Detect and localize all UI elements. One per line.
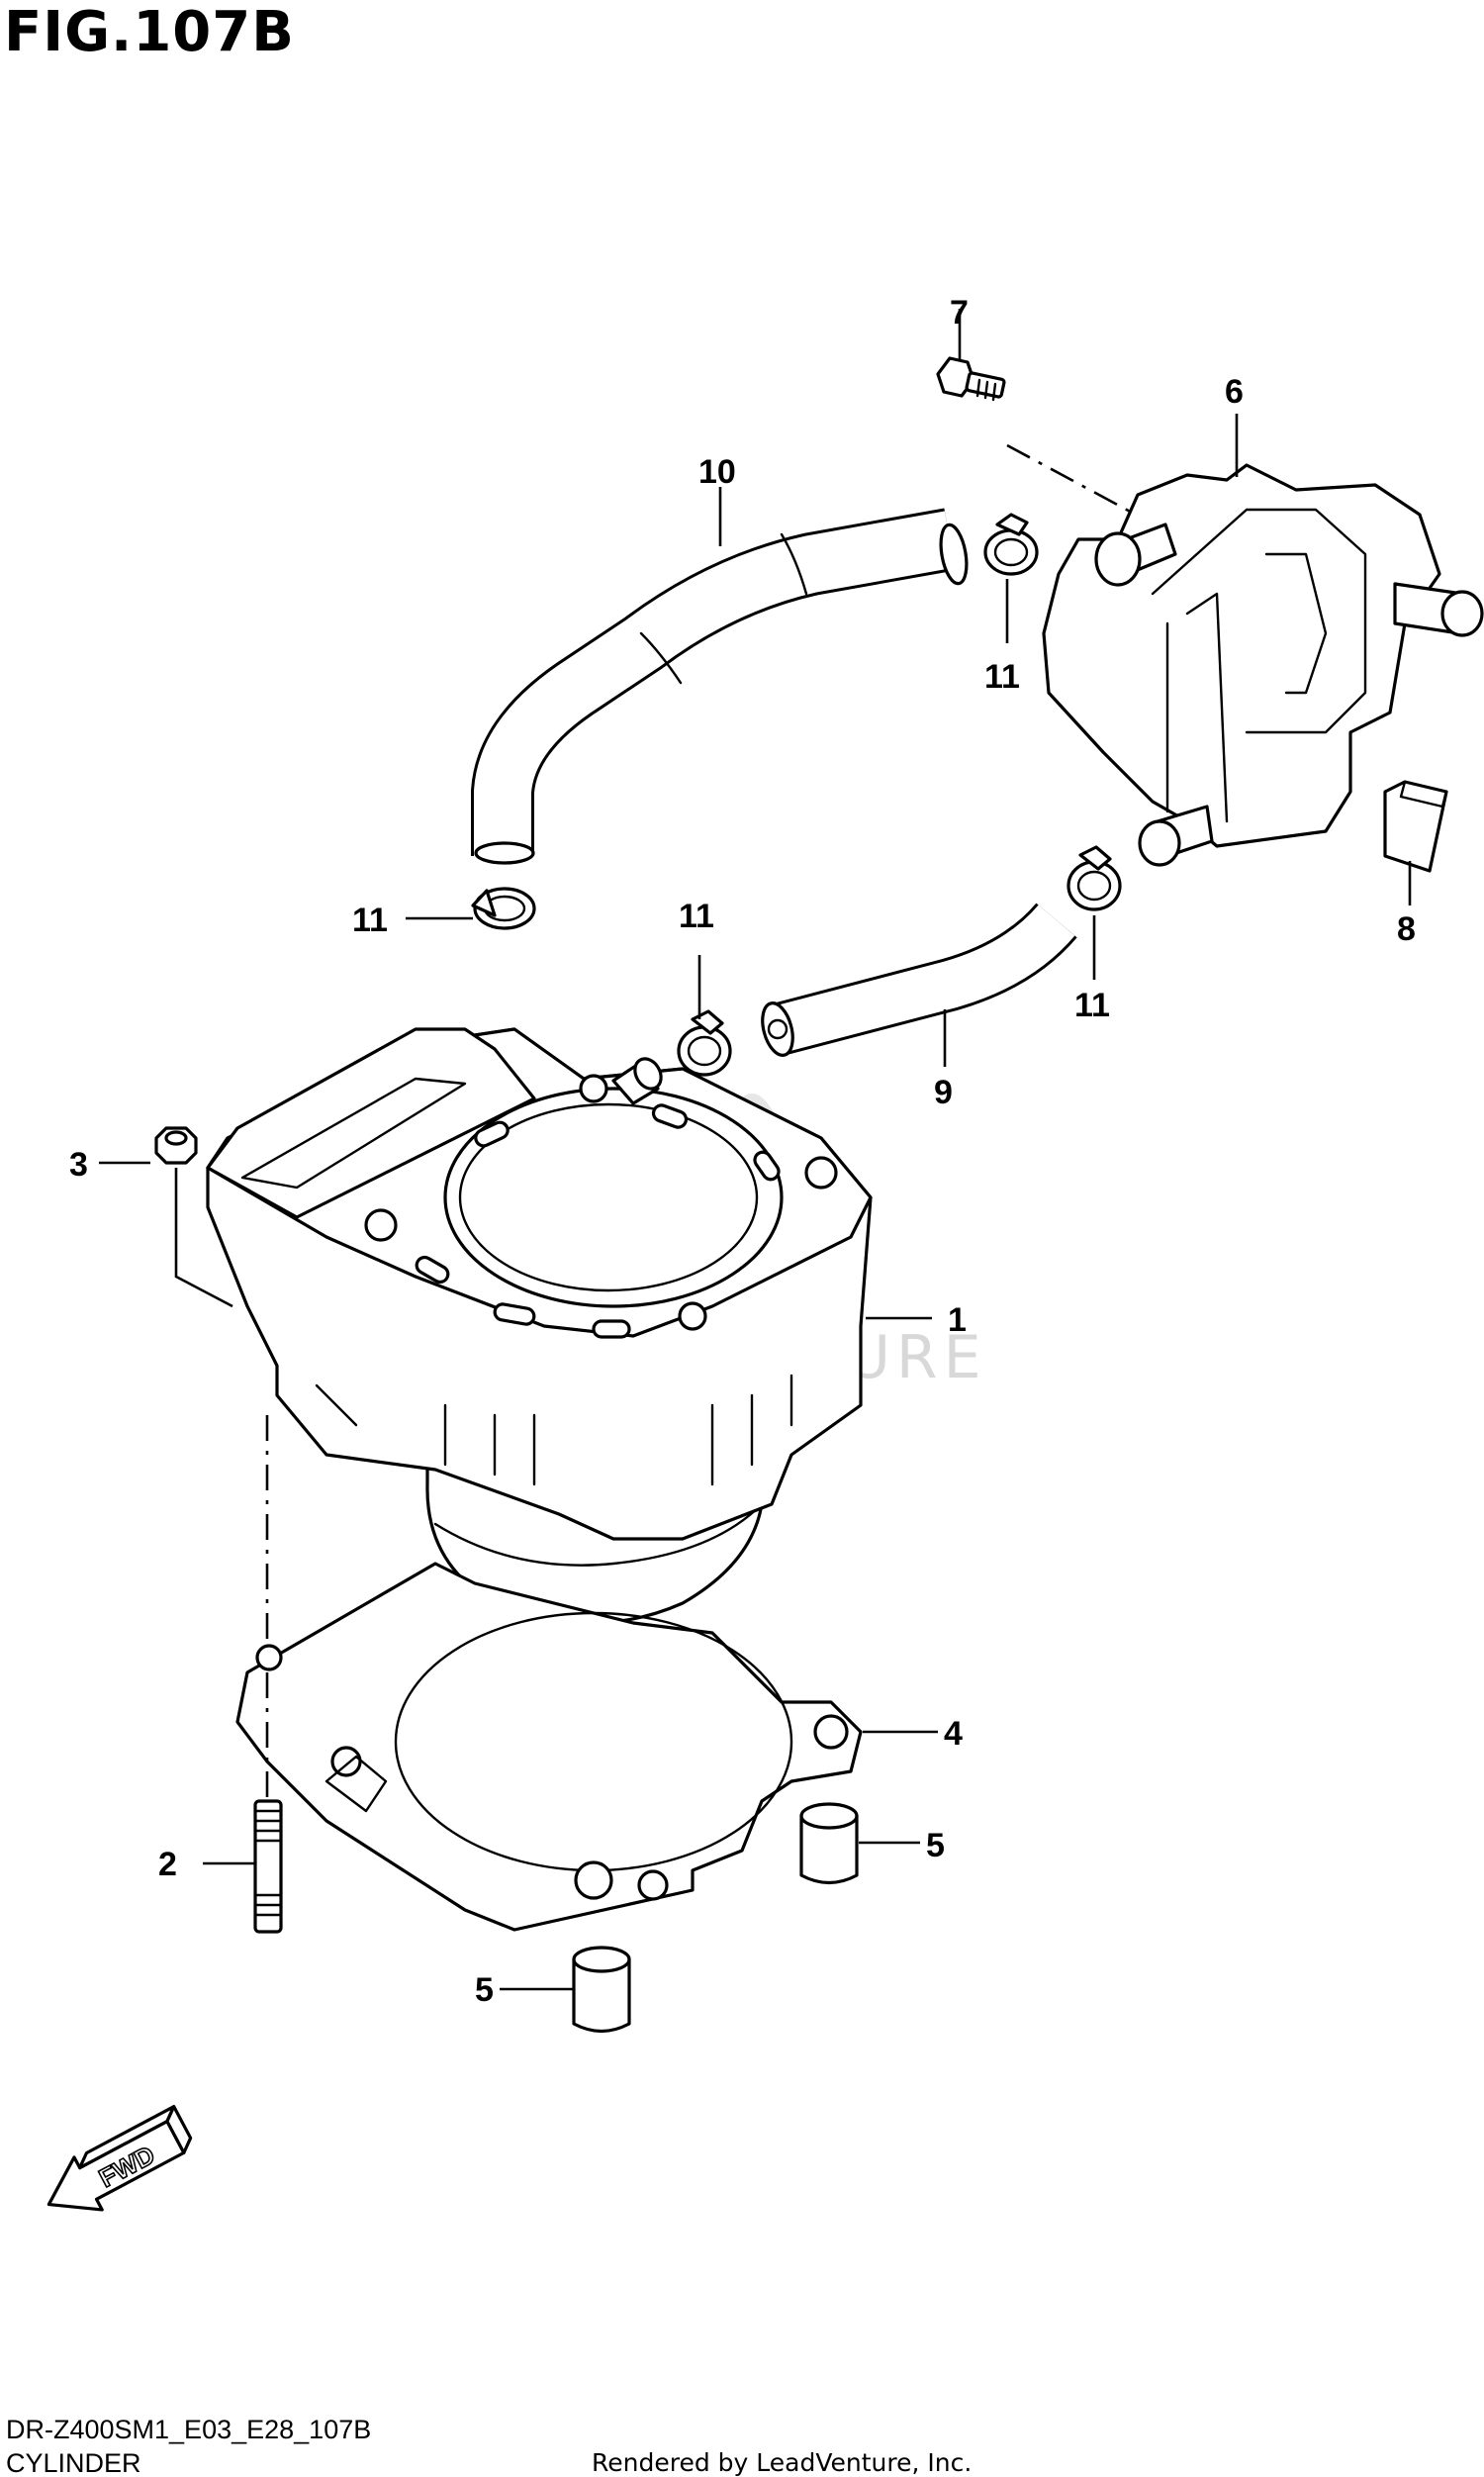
hose-clamp-part-11-top[interactable] [983, 513, 1039, 576]
render-credit: Rendered by LeadVenture, Inc. [592, 2448, 973, 2477]
dowel-pin-part-5-lower[interactable] [572, 1946, 631, 2034]
figure-title: FIG.107B [4, 0, 295, 64]
cylinder-part-1[interactable] [206, 1027, 873, 1625]
dowel-pin-part-5-upper[interactable] [799, 1802, 859, 1885]
callout-2: 2 [158, 1846, 177, 1883]
callout-5-lower: 5 [475, 1971, 494, 2009]
base-gasket-part-4[interactable] [235, 1562, 863, 1932]
hose-clamp-part-11-right[interactable] [1067, 845, 1122, 911]
callout-11-mid: 11 [679, 898, 714, 935]
callout-8: 8 [1397, 910, 1416, 948]
leader-lines [99, 309, 1412, 1991]
callout-11-top: 11 [984, 658, 1020, 696]
figure-name: CYLINDER [6, 2448, 141, 2477]
callout-9: 9 [934, 1074, 953, 1111]
callout-labels: 1 2 3 4 5 5 6 7 8 9 10 11 11 11 11 [69, 294, 1416, 2009]
hose-clamp-part-11-mid[interactable] [677, 1009, 732, 1077]
water-hose-part-9[interactable] [757, 903, 1077, 1059]
nut-part-3[interactable] [154, 1126, 198, 1165]
stud-bolt-part-2[interactable] [253, 1799, 283, 1934]
callout-6: 6 [1225, 373, 1244, 411]
housing-part-6[interactable] [1042, 463, 1484, 867]
alignment-lines [265, 443, 1137, 1801]
callout-11-right: 11 [1074, 987, 1110, 1024]
cushion-part-8[interactable] [1383, 780, 1448, 873]
model-code: DR-Z400SM1_E03_E28_107B [6, 2415, 372, 2444]
hose-clamp-part-11-left[interactable] [471, 887, 536, 930]
callout-5-upper: 5 [926, 1827, 945, 1864]
forward-arrow: FWD [46, 2105, 193, 2212]
callout-3: 3 [69, 1146, 88, 1184]
callout-10: 10 [698, 453, 736, 491]
callout-11-left: 11 [352, 902, 388, 939]
callout-1: 1 [948, 1301, 967, 1339]
callout-4: 4 [944, 1715, 963, 1753]
water-hose-part-10[interactable] [471, 508, 971, 865]
callout-7: 7 [950, 294, 969, 332]
bolt-part-7[interactable] [936, 356, 1006, 402]
